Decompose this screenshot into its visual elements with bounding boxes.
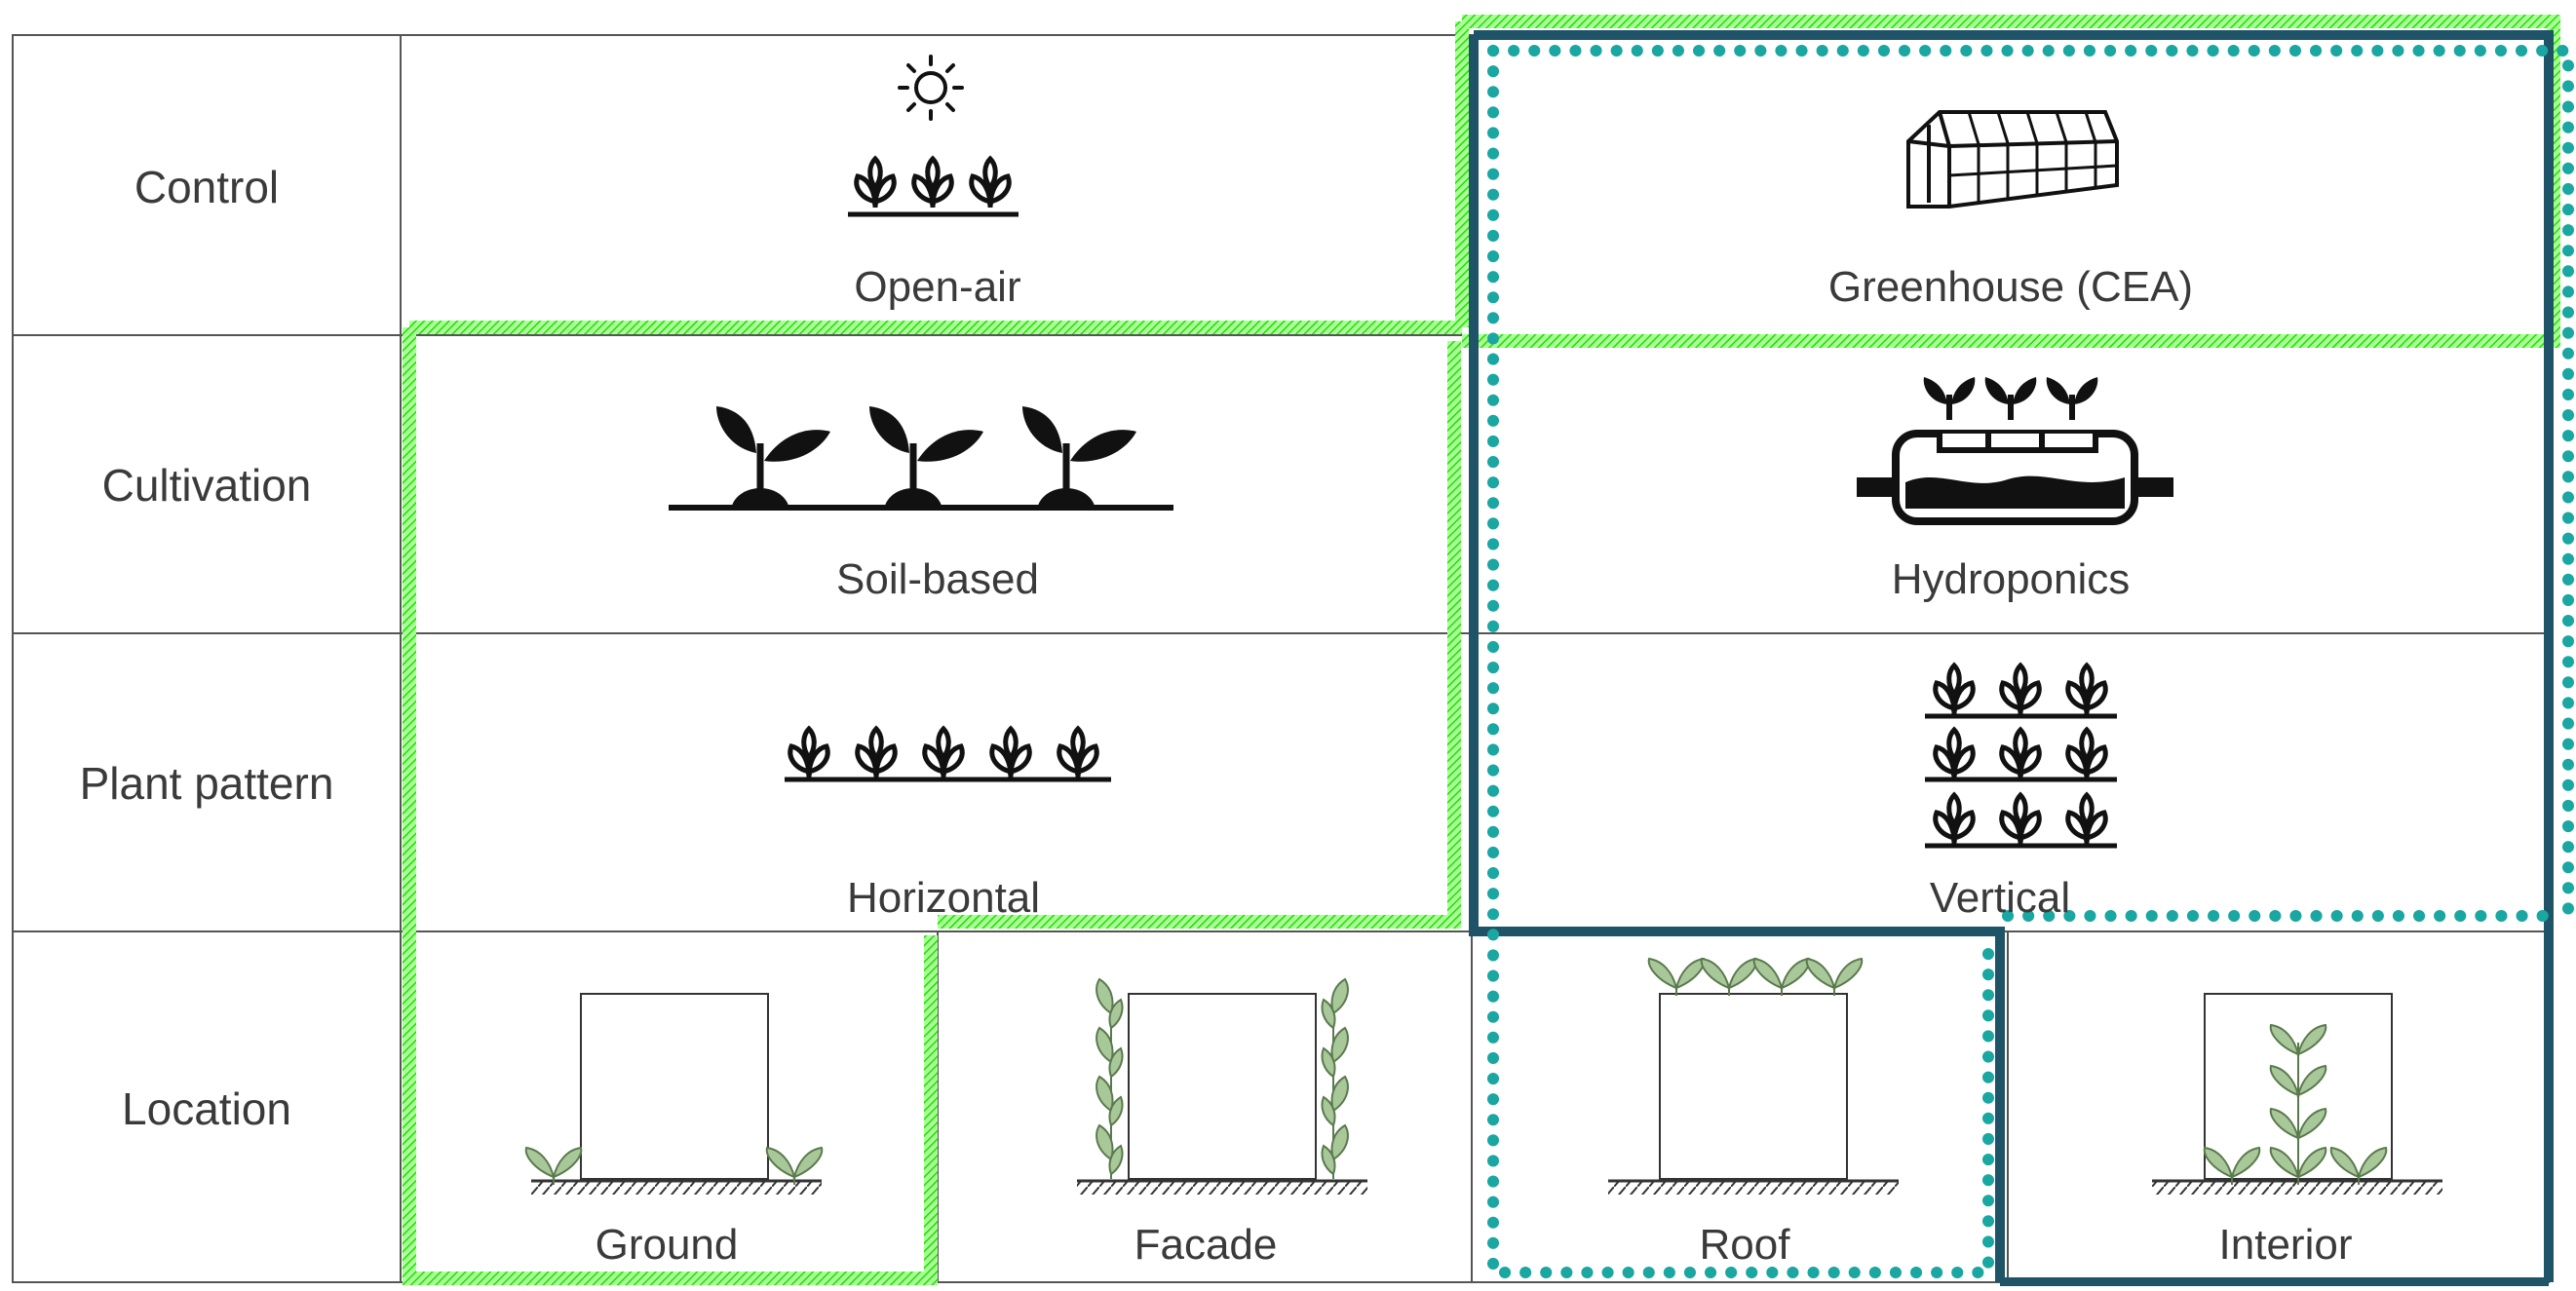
soil-based-icon (669, 406, 1173, 511)
cell-label-greenhouse: Greenhouse (CEA) (1827, 263, 2194, 311)
cell-label-open-air: Open-air (854, 263, 1021, 311)
open-air-icon (848, 55, 1019, 217)
row-label-control: Control (134, 162, 280, 212)
facade-location-icon (1077, 977, 1367, 1195)
cell-label-horizontal: Horizontal (846, 874, 1041, 922)
vertical-icon (1925, 665, 2117, 849)
row-label-location: Location (122, 1083, 291, 1134)
cell-label-soil-based: Soil-based (836, 555, 1039, 603)
cell-label-roof: Roof (1699, 1221, 1790, 1269)
cell-label-ground: Ground (595, 1221, 739, 1269)
teal-dotted-outline (1487, 45, 2574, 1278)
roof-location-icon (1608, 958, 1899, 1195)
row-label-cultivation: Cultivation (101, 460, 312, 511)
interior-location-icon (2152, 993, 2442, 1195)
hydroponics-icon (1857, 377, 2173, 525)
greenhouse-icon (1906, 110, 2119, 209)
row-label-plant-pattern: Plant pattern (79, 758, 334, 809)
cell-label-vertical: Vertical (1929, 874, 2071, 922)
cell-label-hydroponics: Hydroponics (1891, 555, 2131, 603)
horizontal-icon (785, 729, 1111, 782)
cell-label-interior: Interior (2218, 1221, 2353, 1269)
navy-outline (1469, 30, 2554, 1287)
cell-label-facade: Facade (1134, 1221, 1278, 1269)
ground-location-icon (524, 993, 824, 1195)
